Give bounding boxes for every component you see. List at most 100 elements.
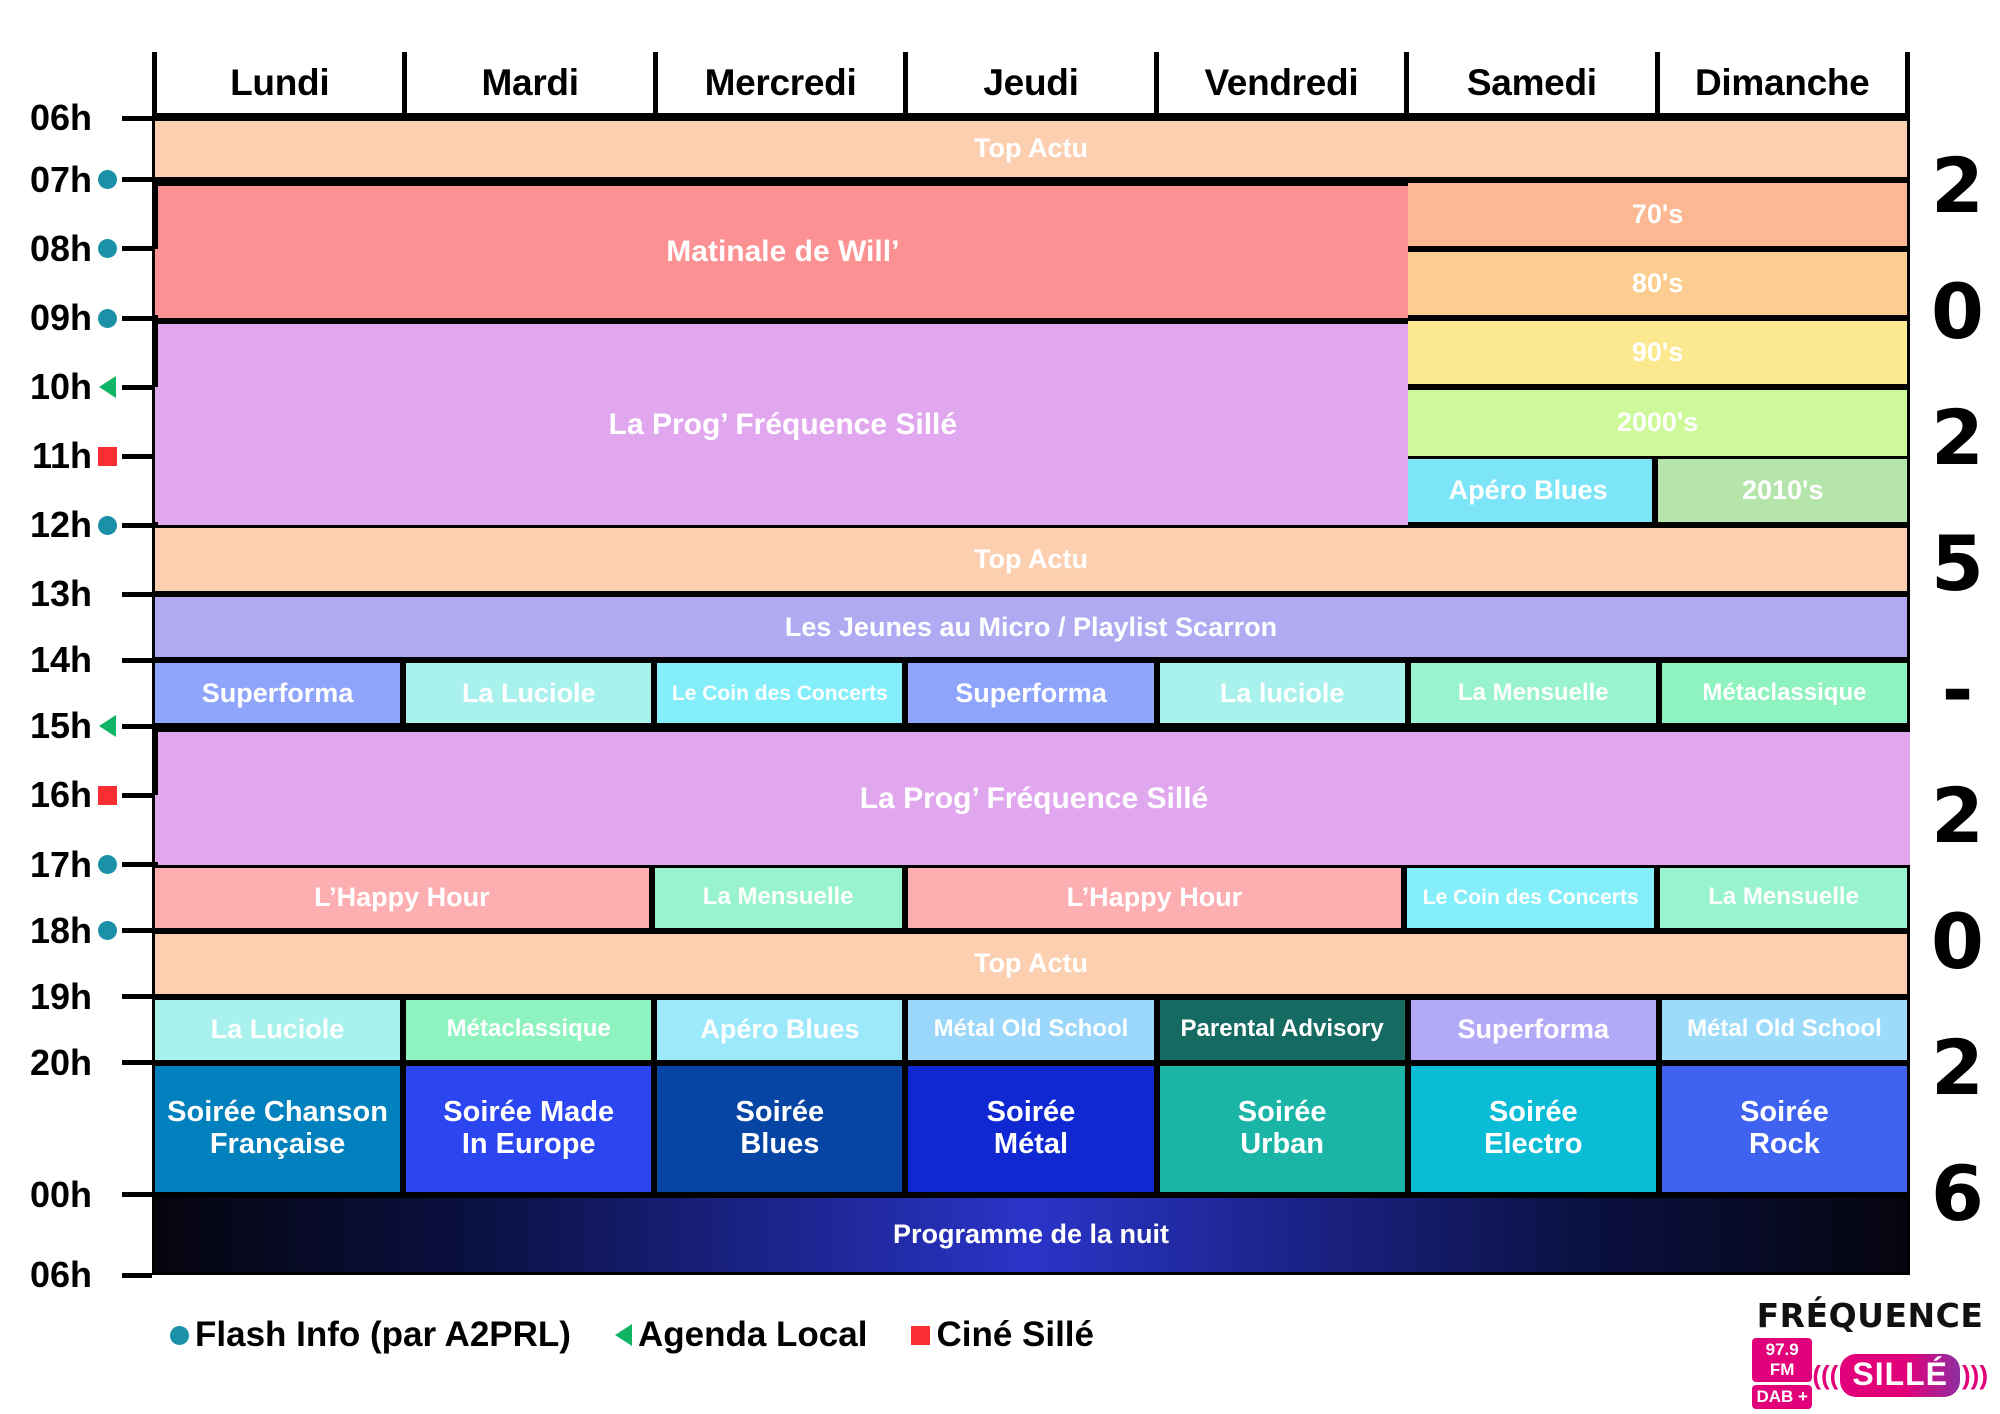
flash-info-marker-icon	[92, 921, 122, 941]
time-label: 00h	[29, 1173, 92, 1215]
logo-sille-text: SILLÉ	[1840, 1353, 1961, 1397]
program-block[interactable]: Le Coin des Concerts	[1407, 867, 1655, 928]
band-top-actu-midday: Top Actu	[152, 525, 1910, 594]
flash-info-marker-icon	[92, 170, 122, 190]
day-header-lundi: Lundi	[152, 52, 402, 113]
program-block[interactable]: Soirée Urban	[1159, 1065, 1405, 1192]
season-char: 2	[1931, 392, 1984, 482]
flash-info-marker-icon	[92, 239, 122, 259]
program-block[interactable]: La Prog’ Fréquence Sillé	[158, 324, 1408, 526]
program-block[interactable]: 2010's	[1658, 459, 1908, 523]
day-header-mercredi: Mercredi	[652, 52, 903, 113]
program-block[interactable]: La Prog’ Fréquence Sillé	[158, 732, 1910, 865]
station-logo: FRÉQUENCE 97.9 FM DAB + ((( SILLÉ ))) SI…	[1752, 1296, 1988, 1409]
program-block[interactable]: Matinale de Will’	[158, 185, 1408, 319]
tick-line	[122, 246, 152, 252]
program-block[interactable]: Métaclassique	[406, 999, 652, 1060]
program-block[interactable]: La Luciole	[155, 999, 401, 1060]
season-char: 2	[1931, 770, 1984, 860]
season-char: 0	[1931, 896, 1984, 986]
day-header-samedi: Samedi	[1404, 52, 1654, 113]
flash-info-marker-icon	[92, 308, 122, 328]
season-char: 0	[1931, 266, 1984, 356]
program-block[interactable]: Soirée Blues	[657, 1065, 903, 1192]
tick-line	[122, 657, 152, 663]
day-header-vendredi: Vendredi	[1153, 52, 1404, 113]
legend-item-0: Flash Info (par A2PRL)	[170, 1315, 571, 1355]
program-block[interactable]: La Mensuelle	[1410, 663, 1656, 724]
program-block[interactable]: 70's	[1408, 182, 1907, 246]
cine-sille-marker-icon	[92, 446, 122, 466]
program-block[interactable]: 90's	[1408, 321, 1907, 385]
legend-item-2: Ciné Sillé	[911, 1315, 1094, 1355]
program-block[interactable]: Métal Old School	[908, 999, 1154, 1060]
cine-sille-marker-icon	[92, 785, 122, 805]
program-block[interactable]: La Luciole	[406, 663, 652, 724]
program-block[interactable]: L’Happy Hour	[907, 867, 1402, 928]
day-header-mardi: Mardi	[402, 52, 652, 113]
program-block[interactable]: La luciole	[1159, 663, 1405, 724]
time-label: 10h	[29, 366, 92, 408]
no-marker	[92, 987, 122, 1006]
band-top-actu-morning: Top Actu	[152, 118, 1910, 180]
program-block[interactable]: Apéro Blues	[657, 999, 903, 1060]
program-block[interactable]: Apéro Blues	[1403, 459, 1653, 523]
program-block[interactable]: Top Actu	[155, 933, 1907, 994]
program-block[interactable]: Programme de la nuit	[155, 1197, 1907, 1272]
time-label: 09h	[29, 297, 92, 339]
legend-item-1: Agenda Local	[614, 1315, 868, 1355]
time-label: 08h	[29, 227, 92, 269]
program-block[interactable]: Superforma	[1410, 999, 1656, 1060]
tick-line	[122, 177, 152, 183]
program-block[interactable]: Métal Old School	[1661, 999, 1907, 1060]
program-block[interactable]: Métaclassique	[1661, 663, 1907, 724]
logo-dab-badge: DAB +	[1752, 1385, 1813, 1409]
program-block[interactable]: Parental Advisory	[1159, 999, 1405, 1060]
tick-line	[122, 115, 152, 121]
program-block[interactable]: Soirée Electro	[1410, 1065, 1656, 1192]
program-block[interactable]: Top Actu	[155, 121, 1907, 177]
time-label: 11h	[31, 435, 92, 477]
program-block[interactable]: Le Coin des Concerts	[657, 663, 903, 724]
wave-left-icon: (((	[1812, 1360, 1839, 1390]
program-block[interactable]: Les Jeunes au Micro / Playlist Scarron	[155, 597, 1907, 658]
tick-line	[122, 994, 152, 1000]
program-block[interactable]: Soirée Rock	[1661, 1065, 1907, 1192]
season-char: 5	[1931, 518, 1984, 608]
program-block[interactable]: 80's	[1408, 251, 1907, 316]
program-block[interactable]: Superforma	[908, 663, 1154, 724]
no-marker	[92, 109, 122, 128]
program-block[interactable]: La Mensuelle	[654, 867, 902, 928]
season-char: 2	[1931, 1022, 1984, 1112]
legend-label: Agenda Local	[637, 1315, 868, 1354]
day-header-jeudi: Jeudi	[903, 52, 1153, 113]
time-label: 17h	[29, 843, 92, 885]
time-label: 15h	[29, 705, 92, 747]
program-block[interactable]: Soirée Chanson Française	[155, 1065, 401, 1192]
tick-line	[122, 723, 152, 729]
time-label: 12h	[29, 504, 92, 546]
day-header-dimanche: Dimanche	[1654, 52, 1910, 113]
no-marker	[92, 585, 122, 604]
tick-line	[122, 384, 152, 390]
legend-label: Ciné Sillé	[936, 1315, 1094, 1354]
tick-line	[122, 453, 152, 459]
program-block[interactable]: Soirée Métal	[908, 1065, 1154, 1192]
program-block[interactable]: Top Actu	[155, 528, 1907, 592]
time-label: 18h	[29, 909, 92, 951]
program-block[interactable]: 2000's	[1408, 390, 1907, 457]
program-block[interactable]: Soirée Made In Europe	[406, 1065, 652, 1192]
time-label: 06h	[29, 1254, 92, 1295]
time-label: 13h	[29, 573, 92, 615]
program-block[interactable]: La Mensuelle	[1660, 867, 1908, 928]
time-label: 14h	[29, 639, 92, 681]
program-block[interactable]: Superforma	[155, 663, 401, 724]
program-block[interactable]: L’Happy Hour	[155, 867, 649, 928]
